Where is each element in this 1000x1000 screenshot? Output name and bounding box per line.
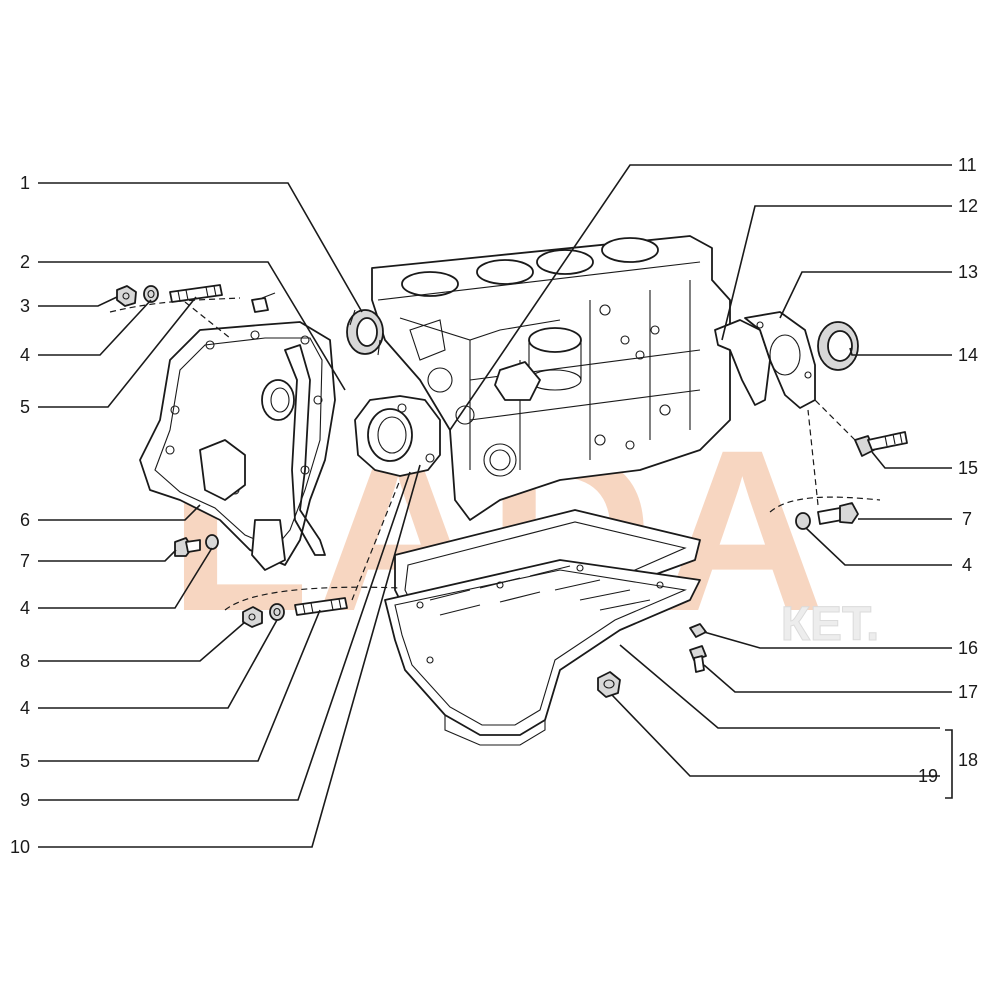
callout-7: 7 <box>20 551 30 571</box>
leader-lines <box>38 164 953 848</box>
callout-3: 3 <box>20 296 30 316</box>
callout-16: 16 <box>958 638 978 658</box>
front-cover <box>139 321 336 571</box>
callout-14: 14 <box>958 345 978 365</box>
washer-4-right <box>795 512 811 530</box>
callout-labels: 1 2 3 4 5 6 7 4 8 4 5 9 10 11 12 13 14 1… <box>10 155 978 857</box>
engine-block <box>371 235 731 521</box>
nut-8 <box>242 606 263 628</box>
bolt-17 <box>689 645 707 673</box>
washer-4-left <box>205 534 219 550</box>
bolt-7-right <box>817 502 859 525</box>
rear-oil-seal <box>817 321 859 371</box>
callout-4: 4 <box>20 598 30 618</box>
callout-8: 8 <box>20 651 30 671</box>
callout-5: 5 <box>20 751 30 771</box>
callout-11: 11 <box>958 155 977 175</box>
bolt-7-left <box>174 537 201 557</box>
bolt-15 <box>854 431 908 457</box>
callout-12: 12 <box>958 196 978 216</box>
washer-4-top <box>143 285 159 303</box>
drain-plug-19 <box>597 671 621 698</box>
assembly-lines <box>109 297 881 611</box>
callout-19: 19 <box>918 766 938 786</box>
callout-2: 2 <box>20 252 30 272</box>
oil-pump-flange <box>354 395 441 477</box>
callout-9: 9 <box>20 790 30 810</box>
rear-seal-holder <box>714 311 816 409</box>
callout-17: 17 <box>958 682 978 702</box>
callout-4: 4 <box>20 345 30 365</box>
callout-4: 4 <box>962 555 972 575</box>
callout-10: 10 <box>10 837 30 857</box>
nut-3 <box>116 285 137 307</box>
washer-4-mid <box>269 603 285 621</box>
front-oil-seal <box>346 309 384 356</box>
callout-15: 15 <box>958 458 978 478</box>
callout-1: 1 <box>20 173 30 193</box>
callout-4: 4 <box>20 698 30 718</box>
callout-5: 5 <box>20 397 30 417</box>
callout-13: 13 <box>958 262 978 282</box>
small-bolt-top <box>251 292 276 313</box>
oil-pan <box>384 559 701 746</box>
callout-18: 18 <box>958 750 978 770</box>
callout-7: 7 <box>962 509 972 529</box>
callout-6: 6 <box>20 510 30 530</box>
stud-5-top <box>169 284 223 303</box>
watermark-sub: КЕТ. <box>781 598 880 651</box>
stud-5-mid <box>294 597 348 616</box>
